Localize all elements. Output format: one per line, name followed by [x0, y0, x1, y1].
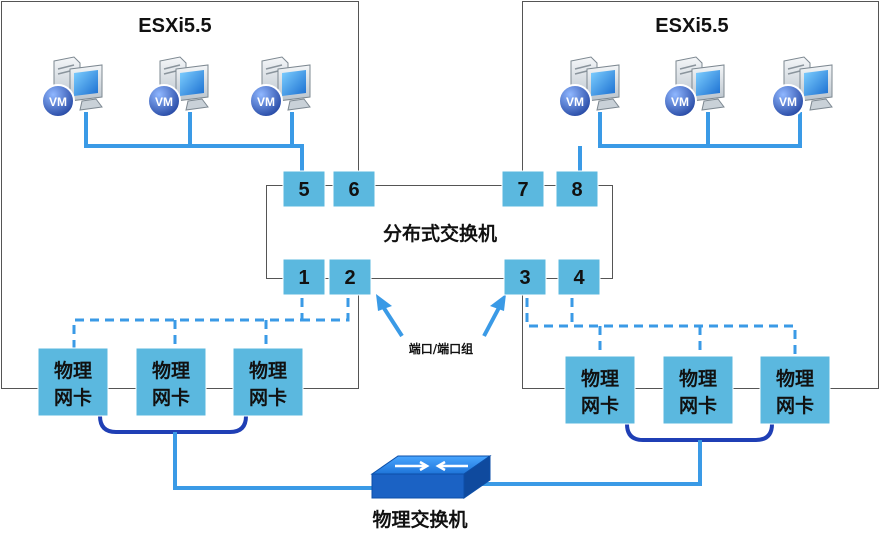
port-8: 8 — [555, 170, 599, 208]
port-label: 2 — [344, 267, 355, 289]
physical-link-left — [173, 432, 378, 490]
vm-badge-label: VM — [257, 95, 275, 109]
port-label: 7 — [517, 179, 528, 201]
nic-label-line2: 网卡 — [54, 386, 92, 409]
host-title-left: ESXi5.5 — [138, 15, 211, 37]
nic-team-right — [625, 423, 774, 442]
nic-team-left — [98, 415, 248, 434]
nic-label-line1: 物理 — [679, 367, 717, 390]
port-2: 2 — [328, 258, 372, 296]
vm-icon-4: VM — [558, 56, 620, 118]
vm-icon-5: VM — [663, 56, 725, 118]
nic-label-line2: 网卡 — [152, 386, 190, 409]
port-6: 6 — [332, 170, 376, 208]
port-group-caption: 端口/端口组 — [409, 341, 473, 356]
vm-badge: VM — [558, 84, 592, 118]
ports-layer: 1 2 3 4 5 6 7 8 — [282, 170, 601, 296]
nic-label-line2: 网卡 — [581, 394, 619, 417]
vm-badge: VM — [663, 84, 697, 118]
physical-switch-icon — [370, 455, 492, 499]
port-5: 5 — [282, 170, 326, 208]
port-label: 5 — [298, 179, 309, 201]
nic-label-line2: 网卡 — [679, 394, 717, 417]
nic-label-line1: 物理 — [581, 367, 619, 390]
vm-badge: VM — [41, 84, 75, 118]
physical-switch-label: 物理交换机 — [372, 508, 467, 531]
vm-badge-label: VM — [671, 95, 689, 109]
nic-label-line1: 物理 — [249, 359, 287, 382]
port-7: 7 — [501, 170, 545, 208]
vm-icon-6: VM — [771, 56, 833, 118]
vm-badge: VM — [249, 84, 283, 118]
vm-badge-label: VM — [779, 95, 797, 109]
port-label: 8 — [571, 179, 582, 201]
vm-uplink-right — [598, 112, 802, 148]
vm-icon-1: VM — [41, 56, 103, 118]
physical-link-right — [478, 440, 702, 486]
nic-label-line1: 物理 — [54, 359, 92, 382]
vm-badge: VM — [771, 84, 805, 118]
port-group-arrows — [378, 300, 504, 338]
nic-label-line1: 物理 — [152, 359, 190, 382]
physical-links — [173, 432, 702, 490]
port-label: 1 — [298, 267, 309, 289]
host-title-right: ESXi5.5 — [655, 15, 728, 37]
nic-label-line1: 物理 — [776, 367, 814, 390]
nic-label-line2: 网卡 — [776, 394, 814, 417]
port-3: 3 — [503, 258, 547, 296]
vm-icon-3: VM — [249, 56, 311, 118]
vm-uplink-left — [84, 112, 304, 172]
vm-badge-label: VM — [566, 95, 584, 109]
distributed-switch-label: 分布式交换机 — [383, 222, 497, 245]
vm-badge-label: VM — [49, 95, 67, 109]
vm-uplinks — [84, 112, 802, 172]
vm-badge-label: VM — [155, 95, 173, 109]
arrow-head-left — [376, 294, 392, 311]
vm-icon-2: VM — [147, 56, 209, 118]
nic-uplinks-dashed — [72, 298, 797, 356]
port-label: 6 — [348, 179, 359, 201]
vm-badge: VM — [147, 84, 181, 118]
arrow-head-right — [490, 294, 506, 311]
port-label: 4 — [573, 267, 585, 289]
port-label: 3 — [519, 267, 530, 289]
port-4: 4 — [557, 258, 601, 296]
nic-label-line2: 网卡 — [249, 386, 287, 409]
vms-layer: VM VM VM VM VM VM — [41, 56, 833, 118]
port-1: 1 — [282, 258, 326, 296]
